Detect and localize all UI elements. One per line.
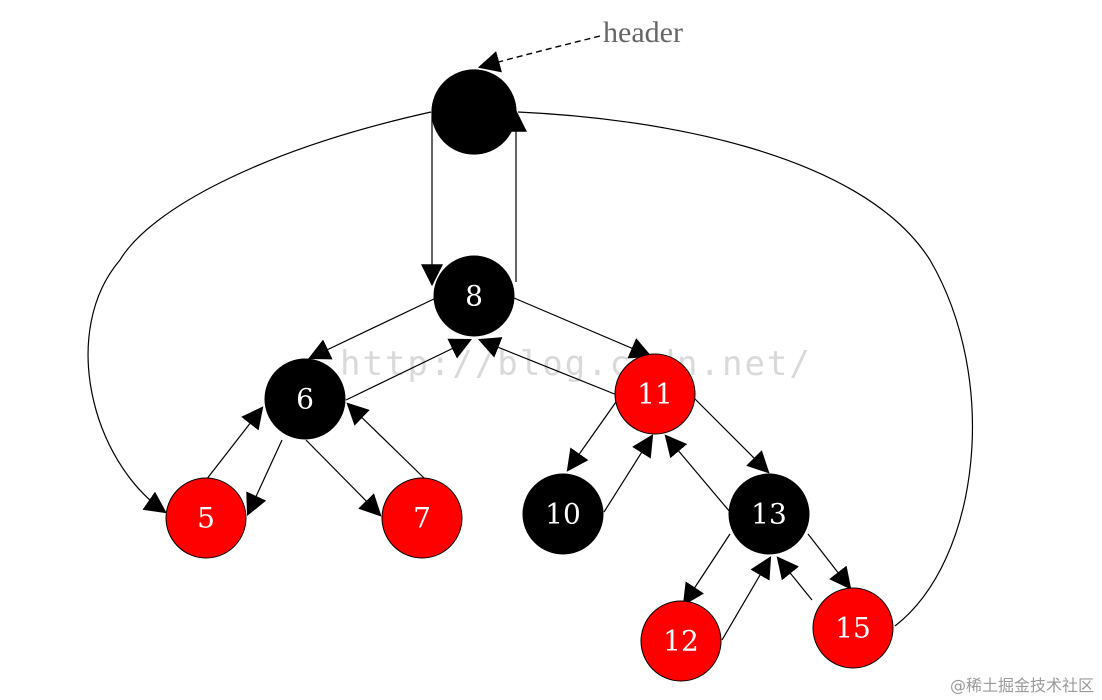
edge-13-to-12 [682, 533, 731, 606]
edge-6-to-5 [246, 439, 283, 516]
tree-node-12: 12 [640, 600, 722, 682]
edge-5-to-6 [205, 406, 264, 481]
node-label-15: 15 [835, 612, 871, 645]
tree-node-5: 5 [165, 477, 247, 559]
edge-11-to-10 [566, 401, 617, 472]
edge-12-to-13 [721, 556, 772, 641]
watermark-text: http://blog.csdn.net/ [340, 344, 812, 384]
edge-header-to-leftmost [87, 111, 432, 514]
tree-node-15: 15 [812, 587, 894, 669]
edge-13-to-11 [664, 434, 731, 513]
tree-node-8: 8 [433, 255, 515, 337]
tree-node-header [431, 69, 517, 155]
corner-watermark: @稀土掘金技术社区 [949, 676, 1094, 695]
edge-7-to-6 [346, 402, 425, 479]
nodes-layer: 8 6 11 5 7 10 [165, 69, 894, 682]
tree-node-6: 6 [264, 358, 346, 440]
node-label-12: 12 [663, 625, 699, 658]
tree-node-11: 11 [614, 353, 696, 435]
edge-8-to-6 [308, 297, 437, 360]
node-label-6: 6 [296, 383, 314, 416]
tree-node-13: 13 [728, 473, 810, 555]
edge-10-to-11 [603, 434, 654, 513]
edge-rightmost-to-header [517, 111, 973, 627]
node-label-8: 8 [465, 280, 483, 313]
edge-13-to-15 [807, 533, 852, 590]
node-label-11: 11 [637, 378, 673, 411]
tree-node-7: 7 [381, 477, 463, 559]
header-pointer-edge [477, 35, 601, 73]
edge-11-to-13 [693, 397, 770, 474]
node-label-10: 10 [545, 498, 581, 531]
edge-8-to-11 [513, 297, 653, 359]
edge-15-to-13 [776, 556, 813, 601]
node-label-5: 5 [197, 502, 215, 535]
tree-node-10: 10 [522, 473, 604, 555]
edge-6-to-7 [305, 439, 382, 517]
edge-11-to-8 [477, 337, 618, 396]
node-label-13: 13 [751, 498, 787, 531]
edge-6-to-8 [345, 338, 472, 401]
header-label: header [603, 16, 683, 49]
node-label-7: 7 [413, 502, 431, 535]
